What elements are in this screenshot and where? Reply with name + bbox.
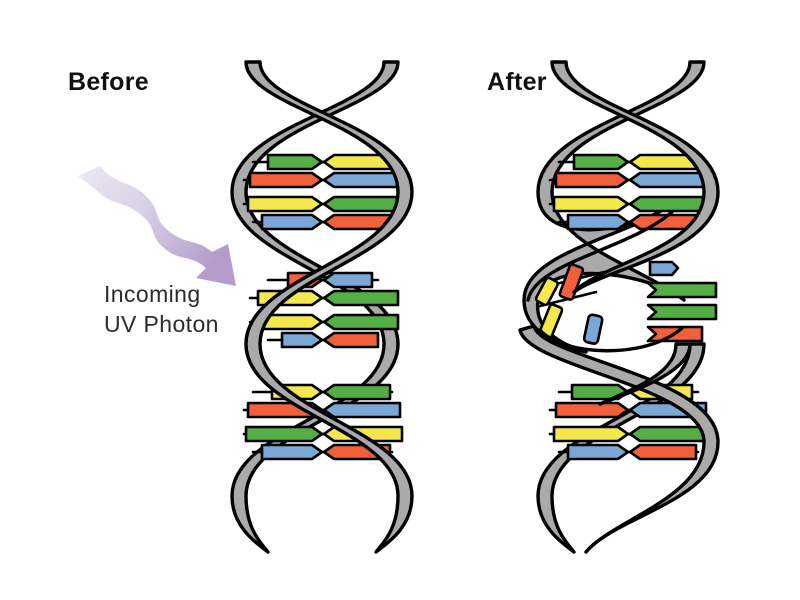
photon-label-line1: Incoming — [104, 281, 201, 307]
backbone-strand-a — [550, 60, 720, 294]
bubble-edge-lower — [538, 326, 684, 353]
base-bar-right — [322, 401, 402, 419]
before-helix-backbone-front — [244, 60, 414, 554]
base-bar-right — [322, 313, 400, 331]
base-bar-left — [260, 443, 324, 461]
base-bar-left — [266, 153, 324, 171]
after-segment-top — [548, 153, 710, 231]
before-segment-top — [242, 153, 404, 231]
after-helix-backbone-front — [518, 60, 720, 554]
base-bar-right — [646, 281, 718, 299]
fragment-yellow-upper — [534, 276, 559, 307]
photon-label-line2: UV Photon — [104, 311, 219, 337]
base-bar-right — [322, 171, 402, 189]
base-bar-left — [566, 213, 630, 231]
base-bar-left — [246, 195, 324, 213]
base-bar-right — [628, 171, 708, 189]
fragment-blue — [582, 313, 604, 345]
base-bar-left — [566, 443, 630, 461]
damage-bubble — [534, 260, 718, 345]
base-bar-right — [322, 289, 400, 307]
after-base-pairs — [548, 153, 710, 461]
base-bar-right — [628, 443, 698, 461]
base-bar-right — [322, 195, 404, 213]
base-bar-left — [260, 213, 324, 231]
base-bar-left — [280, 331, 324, 349]
fragment-orange — [558, 263, 585, 301]
base-bar-left — [552, 425, 630, 443]
uv-photon-arrow — [78, 166, 236, 286]
before-panel: Before — [68, 60, 414, 554]
base-bar-right — [322, 331, 380, 349]
base-bar-right — [648, 260, 680, 277]
before-base-pairs — [242, 153, 404, 461]
detached-fragments — [534, 263, 604, 345]
base-bar-right — [322, 383, 392, 401]
after-panel-label: After — [487, 68, 547, 96]
after-segment-bottom — [548, 383, 710, 461]
uv-photon-annotation: Incoming UV Photon — [78, 166, 236, 337]
base-bar-right — [628, 195, 710, 213]
base-bar-left — [572, 153, 630, 171]
base-bar-left — [554, 171, 630, 189]
bubble-outline — [526, 210, 684, 353]
base-bar-right — [322, 271, 374, 289]
backbone-strand-a — [244, 60, 414, 554]
before-panel-label: Before — [68, 68, 149, 96]
base-bar-right — [646, 303, 718, 321]
base-bar-left — [248, 171, 324, 189]
base-bar-left — [554, 401, 630, 419]
base-bar-left — [244, 425, 324, 443]
bubble-edge-upper — [526, 210, 674, 302]
base-bar-left — [552, 195, 630, 213]
base-bar-right — [322, 213, 392, 231]
base-bar-right — [628, 425, 710, 443]
backbone-strand-b-tail — [598, 342, 692, 406]
after-panel: After — [487, 60, 720, 554]
